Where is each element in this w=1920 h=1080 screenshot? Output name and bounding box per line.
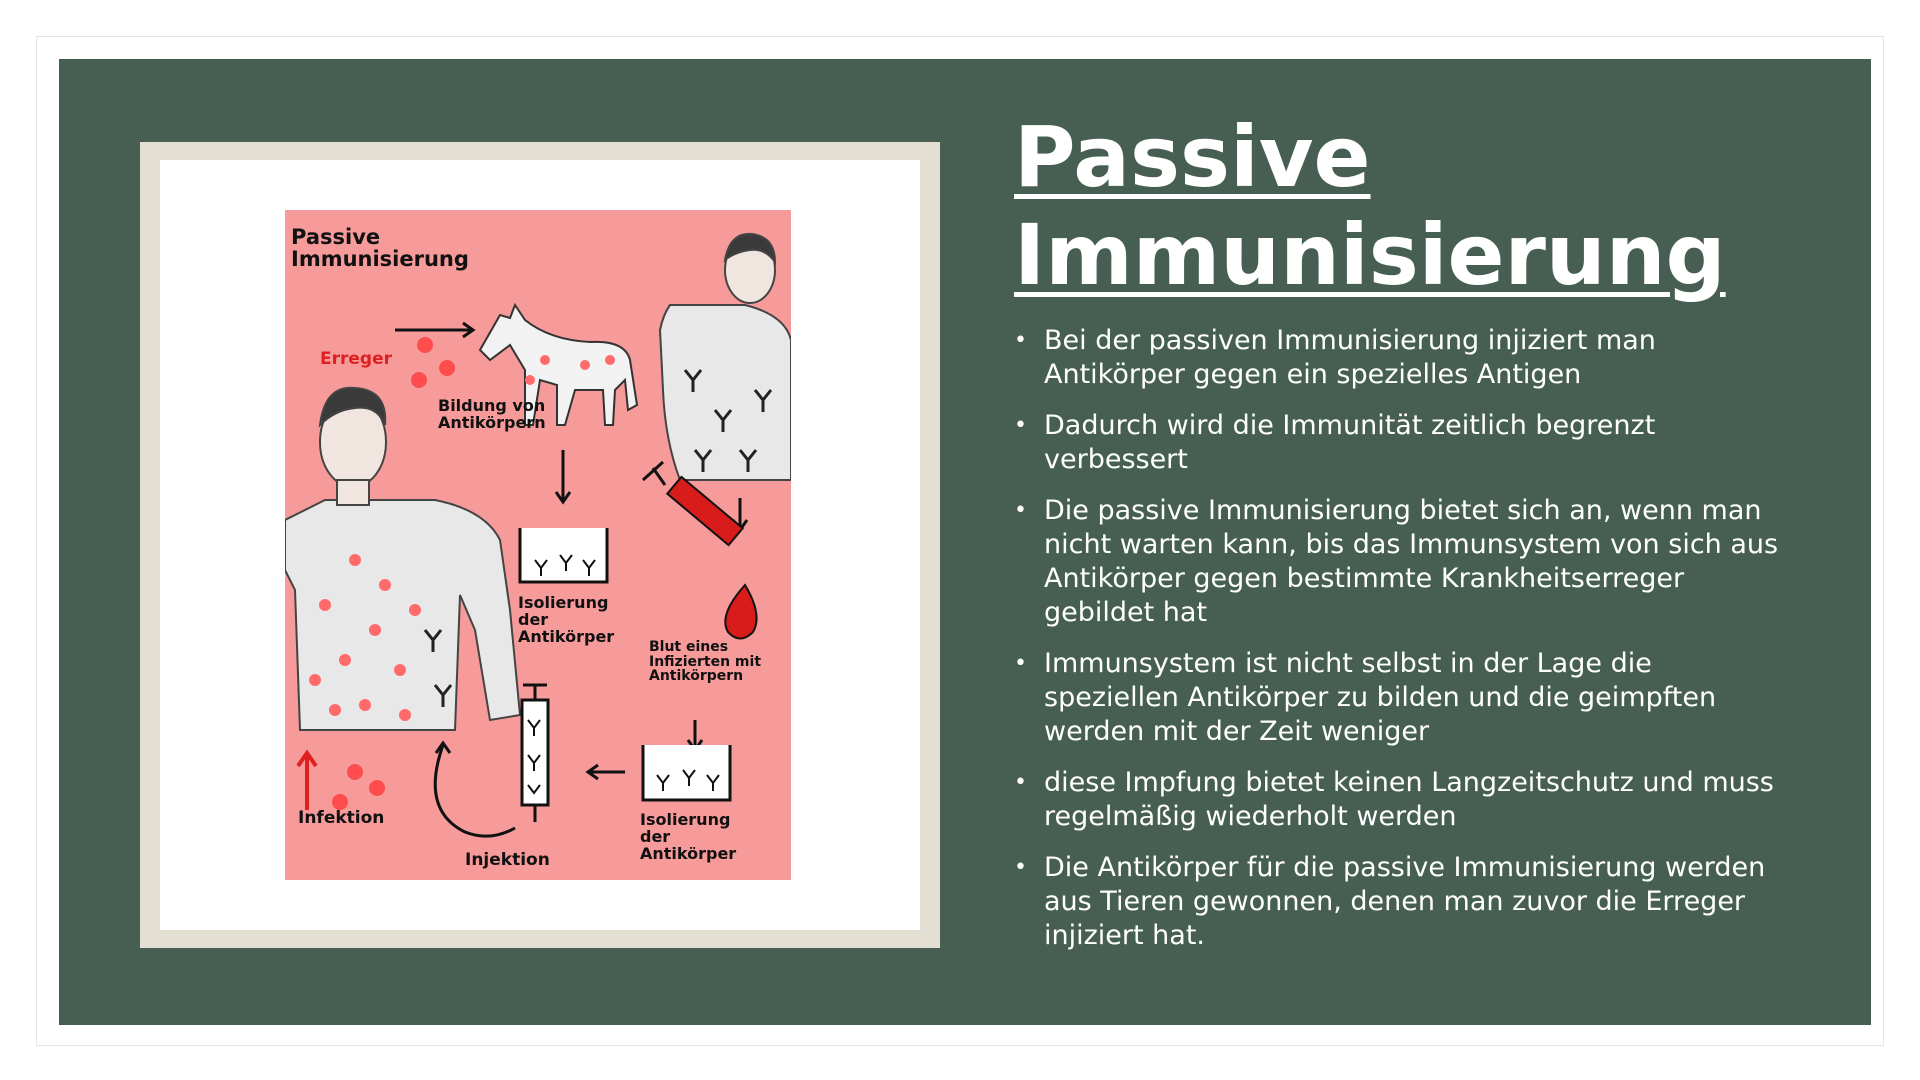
bullet-item: diese Impfung bietet keinen Langzeitschu… xyxy=(1014,766,1794,834)
immune-man-figure xyxy=(658,232,791,481)
beaker-1 xyxy=(518,528,609,584)
slide-title-line2: Immunisierung xyxy=(1014,206,1726,304)
antibody-glyphs xyxy=(423,369,773,707)
syringe xyxy=(641,460,745,547)
bullet-item: Die passive Immunisierung bietet sich an… xyxy=(1014,494,1794,630)
horse-figure xyxy=(478,302,639,426)
diagram-title-line2: Immunisierung xyxy=(291,247,469,272)
diagram-illustration xyxy=(285,232,791,838)
diagram-title: Passive Immunisierung xyxy=(291,226,469,270)
infection-arrow xyxy=(296,749,318,810)
label-isolierung-2: Isolierung der Antikörper xyxy=(640,810,737,863)
infected-man-figure xyxy=(285,386,522,731)
immunization-diagram: Passive Immunisierung Erreger Bildung vo… xyxy=(285,210,791,880)
slide-title: Passive Immunisierung xyxy=(1014,108,1794,304)
bullet-list: Bei der passiven Immunisierung injiziert… xyxy=(1014,324,1794,970)
label-infektion: Infektion xyxy=(298,808,385,828)
horse-dots xyxy=(525,355,615,385)
bullet-item: Dadurch wird die Immunität zeitlich begr… xyxy=(1014,409,1794,477)
label-bildung: Bildung von Antikörpern xyxy=(438,396,546,432)
bullet-item: Die Antikörper für die passive Immunisie… xyxy=(1014,851,1794,953)
label-blut: Blut eines Infizierten mit Antikörpern xyxy=(649,639,762,685)
label-injektion: Injektion xyxy=(465,850,550,870)
beaker-2 xyxy=(641,745,732,802)
bullet-item: Immunsystem ist nicht selbst in der Lage… xyxy=(1014,647,1794,749)
diagram-title-line1: Passive xyxy=(291,225,381,249)
label-isolierung-1: Isolierung der Antikörper xyxy=(518,593,615,646)
blood-drop xyxy=(724,583,758,640)
pathogen-dots xyxy=(332,337,455,810)
chromatography-column xyxy=(520,683,550,822)
bullet-item: Bei der passiven Immunisierung injiziert… xyxy=(1014,324,1794,392)
infection-dots xyxy=(309,554,421,721)
slide-title-line1: Passive xyxy=(1014,108,1371,206)
label-erreger: Erreger xyxy=(320,349,392,369)
